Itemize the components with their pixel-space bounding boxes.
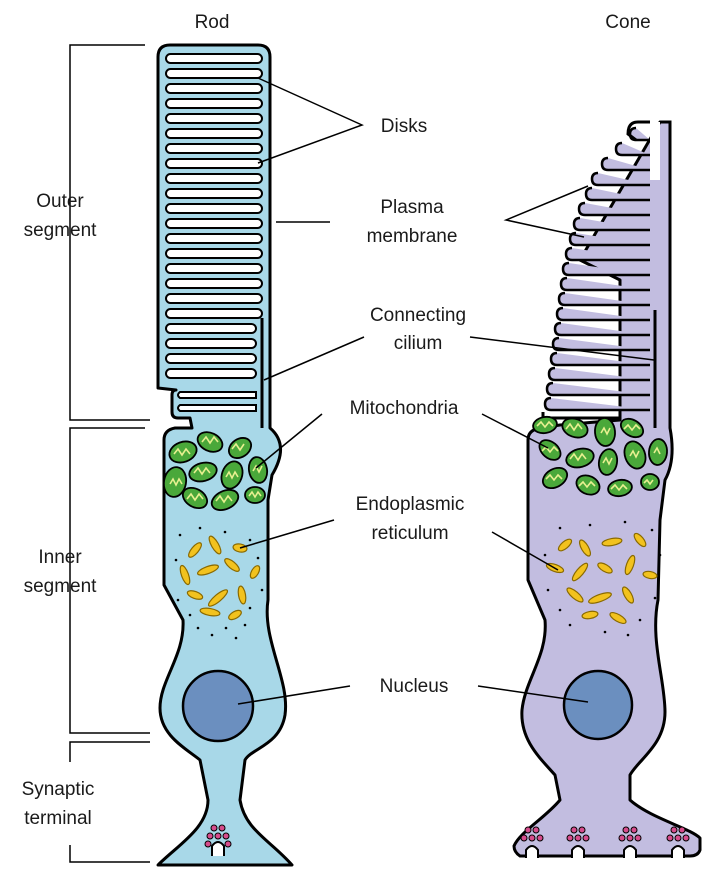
cilium-leader-rod bbox=[264, 337, 364, 380]
connecting-cilium-label-1: Connecting bbox=[370, 305, 466, 326]
mitochondria-label: Mitochondria bbox=[350, 398, 459, 419]
rod-title: Rod bbox=[195, 12, 230, 33]
synaptic-terminal-label-1: Synaptic bbox=[22, 779, 95, 800]
plasma-membrane-label-2: membrane bbox=[367, 226, 458, 247]
connecting-cilium-label-2: cilium bbox=[394, 333, 443, 354]
er-label-1: Endoplasmic bbox=[356, 494, 465, 515]
plasma-membrane-label-1: Plasma bbox=[380, 197, 444, 218]
cone-title: Cone bbox=[605, 12, 650, 33]
inner-segment-label-1: Inner bbox=[38, 547, 82, 568]
synaptic-terminal-bracket-lower bbox=[70, 845, 150, 862]
synaptic-terminal-label-2: terminal bbox=[24, 808, 92, 829]
cone-nucleus bbox=[564, 671, 632, 739]
outer-segment-label-1: Outer bbox=[36, 191, 84, 212]
cone-cell bbox=[514, 122, 700, 858]
disks-leader bbox=[258, 78, 362, 163]
cone-body bbox=[514, 122, 700, 856]
inner-segment-label-2: segment bbox=[24, 576, 98, 597]
synaptic-terminal-bracket bbox=[70, 742, 150, 762]
outer-segment-label-2: segment bbox=[24, 220, 98, 241]
region-brackets bbox=[70, 45, 150, 862]
disks-label: Disks bbox=[381, 116, 427, 137]
rod-nucleus bbox=[183, 671, 253, 741]
nucleus-label: Nucleus bbox=[380, 676, 449, 697]
er-label-2: reticulum bbox=[371, 523, 448, 544]
